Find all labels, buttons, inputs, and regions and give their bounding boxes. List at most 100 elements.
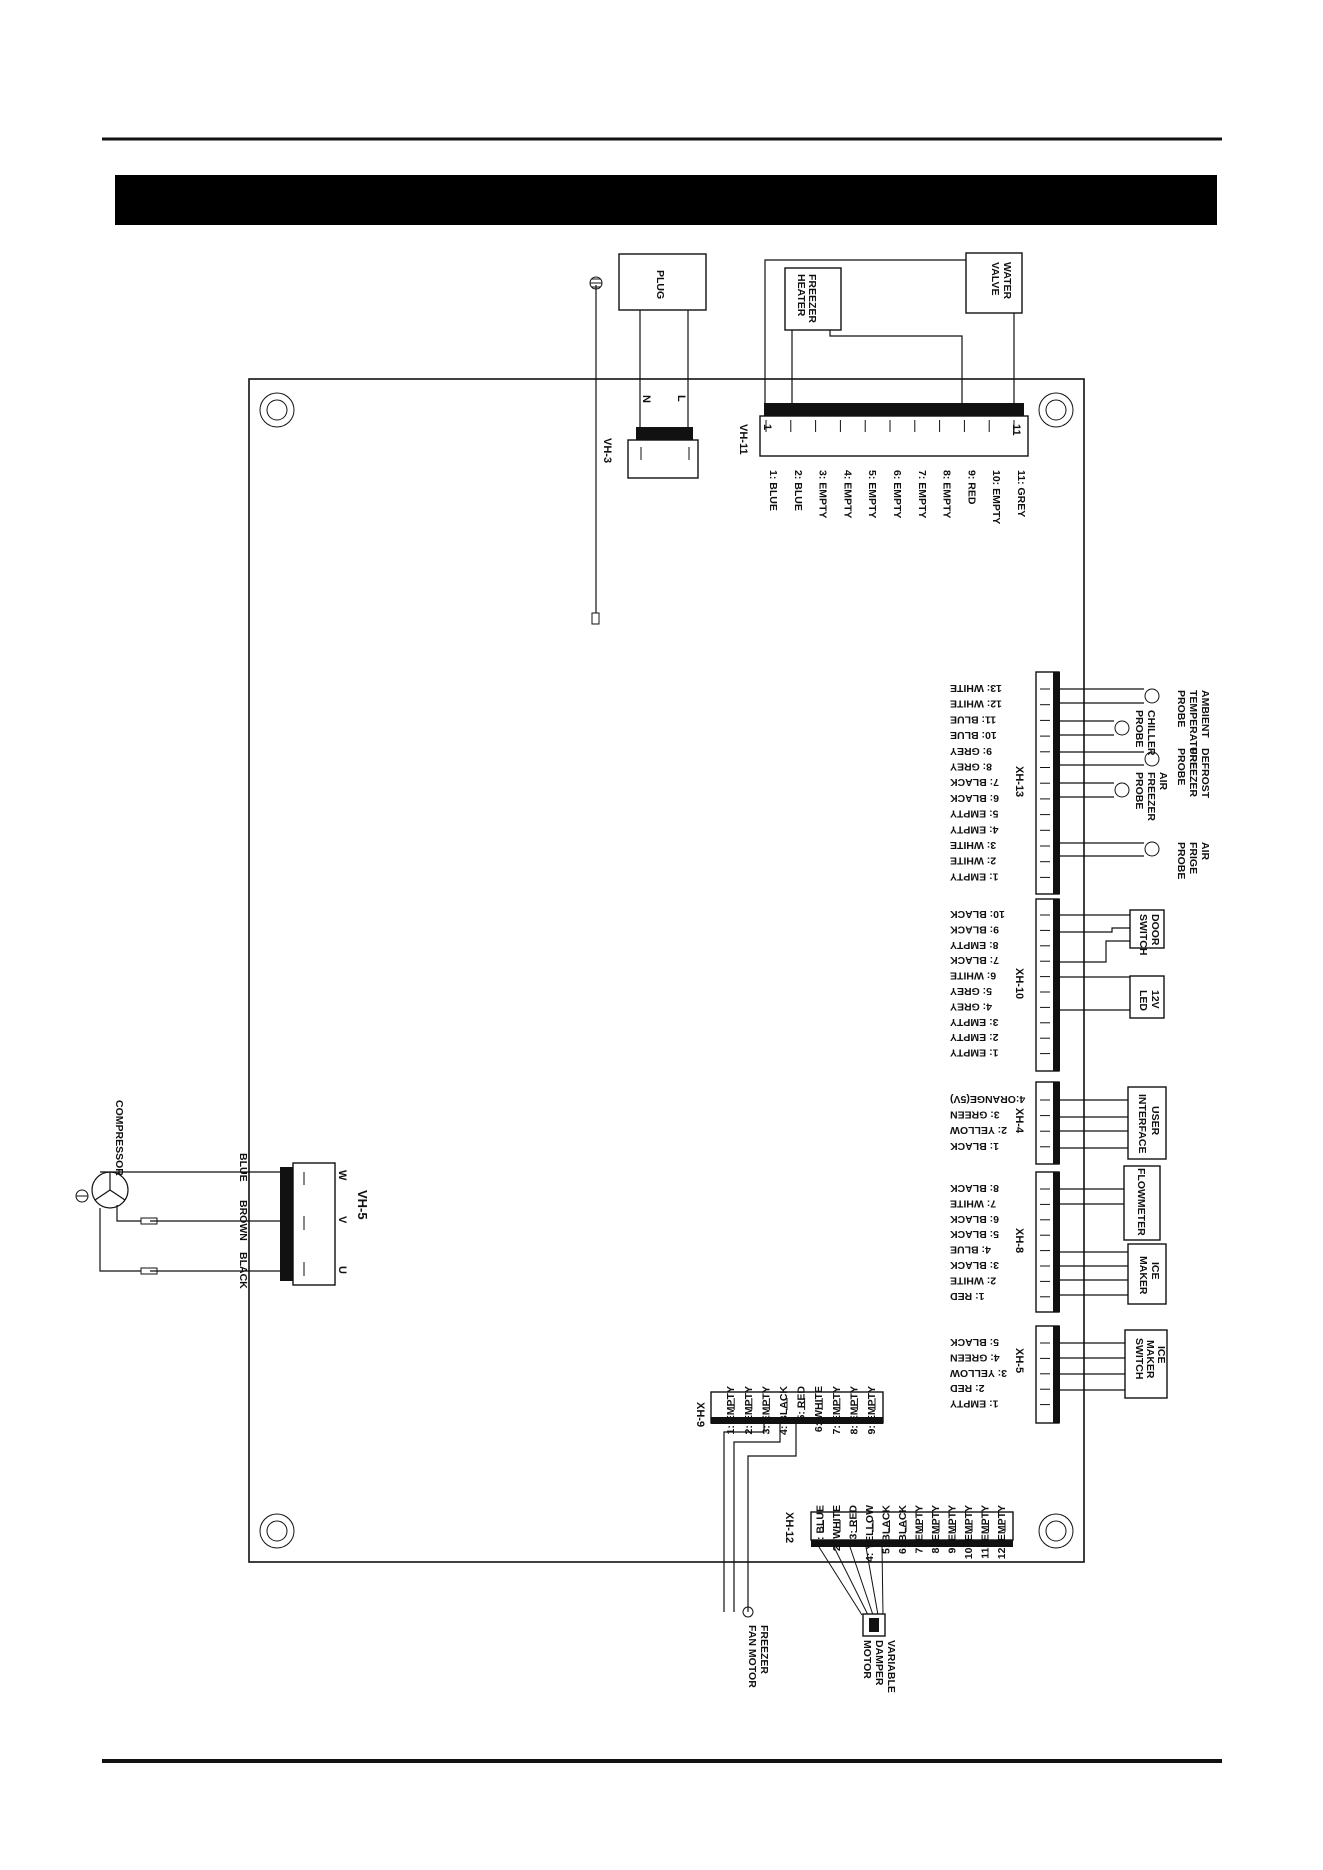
- pin-label: 3: BLACK: [950, 1259, 999, 1271]
- freezer-heater: FREEZER HEATER: [784, 267, 842, 331]
- pin-label: 11: GREY: [1015, 470, 1027, 517]
- svg-text:FRIGE: FRIGE: [1187, 842, 1199, 874]
- door-switch: DOOR SWITCH: [1129, 909, 1165, 955]
- svg-text:MOTOR: MOTOR: [861, 1640, 873, 1679]
- svg-text:PROBE: PROBE: [1175, 690, 1187, 727]
- pin-label: 8: EMPTY: [941, 470, 953, 518]
- svg-text:MAKER: MAKER: [1137, 1256, 1149, 1295]
- pin-label: 5: BLACK: [950, 1228, 999, 1240]
- vh-5-connector: W V U VH-5: [280, 1162, 370, 1286]
- xh-10-wires: [1060, 914, 1130, 1011]
- svg-text:COMPRESSOR: COMPRESSOR: [113, 1100, 125, 1176]
- pin-label: 10: BLUE: [950, 729, 997, 741]
- pin-label: 1: BLUE: [767, 470, 779, 511]
- xh-12-wires: [818, 1546, 884, 1616]
- svg-text:FAN MOTOR: FAN MOTOR: [746, 1625, 758, 1688]
- control-board: [248, 378, 1085, 1563]
- svg-text:ICE: ICE: [1149, 1262, 1161, 1280]
- pin-label: 7: BLACK: [950, 776, 999, 788]
- svg-text:PROBE: PROBE: [1175, 748, 1187, 785]
- svg-text:LED: LED: [1137, 990, 1149, 1011]
- compressor-wires: BLUE BROWN BLACK: [99, 1153, 280, 1289]
- pin-label: 5: GREY: [950, 985, 992, 997]
- pin-label: 2: YELLOW: [950, 1124, 1007, 1136]
- pin-label: 4: BLUE: [950, 1244, 991, 1256]
- pin-label: 4: EMPTY: [950, 823, 998, 835]
- vh-3-connector: N L VH-3: [601, 395, 699, 479]
- pin-label: 2: EMPTY: [743, 1386, 755, 1434]
- user-interface: USER INTERFACE: [1127, 1086, 1167, 1160]
- pin-label: 1: BLUE: [815, 1505, 827, 1546]
- svg-text:XH-4: XH-4: [1013, 1108, 1025, 1134]
- water-valve: WATER VALVE: [965, 252, 1023, 314]
- pin-label: 3: RED: [848, 1505, 860, 1540]
- pin-label: 11: EMPTY: [980, 1505, 992, 1559]
- svg-text:AIR: AIR: [1157, 772, 1169, 791]
- pin-label: 8: GREY: [950, 761, 992, 773]
- section-title-bar: [115, 175, 1217, 225]
- pin-label: 4: GREEN: [950, 1351, 1000, 1363]
- svg-text:DOOR: DOOR: [1149, 914, 1161, 946]
- svg-text:VARIABLE: VARIABLE: [885, 1640, 897, 1693]
- svg-text:W: W: [336, 1170, 348, 1181]
- svg-text:BROWN: BROWN: [237, 1200, 249, 1241]
- svg-text:12V: 12V: [1149, 990, 1161, 1009]
- svg-text:PROBE: PROBE: [1133, 772, 1145, 809]
- pin-label: 5: BLACK: [881, 1505, 893, 1554]
- pin-label: 6: WHITE: [950, 970, 996, 982]
- xh-4-wires: [1060, 1099, 1128, 1149]
- svg-text:WATER: WATER: [1001, 262, 1013, 300]
- svg-text:XH-13: XH-13: [1013, 766, 1025, 797]
- mounting-hole-icon: [259, 1513, 295, 1549]
- pin-label: 10: EMPTY: [963, 1505, 975, 1559]
- pin-label: 1: BLACK: [950, 1140, 999, 1152]
- ice-maker-switch: ICE MAKER SWITCH: [1124, 1329, 1168, 1399]
- pin-label: 2: WHITE: [831, 1505, 843, 1551]
- pin-label: 1: EMPTY: [950, 1398, 998, 1410]
- pin-label: 10: EMPTY: [990, 470, 1002, 524]
- pin-label: 8: EMPTY: [930, 1505, 942, 1553]
- svg-text:XH-10: XH-10: [1013, 968, 1025, 999]
- svg-text:FREEZER: FREEZER: [1145, 772, 1157, 821]
- pin-label: 11: BLUE: [950, 713, 996, 725]
- vh-11-wires: [764, 259, 1015, 403]
- pin-label: 3: EMPTY: [760, 1386, 772, 1434]
- svg-text:XH-8: XH-8: [1013, 1228, 1025, 1253]
- pin-label: 13: WHITE: [950, 682, 1002, 694]
- svg-text:VH-3: VH-3: [601, 438, 613, 463]
- pin-label: 5: BLACK: [950, 1336, 999, 1348]
- pin-label: 8: EMPTY: [848, 1386, 860, 1434]
- xh-9-wires: [723, 1424, 797, 1612]
- svg-text:SWITCH: SWITCH: [1133, 1338, 1145, 1379]
- svg-text:AIR: AIR: [1199, 842, 1211, 861]
- svg-text:HEATER: HEATER: [795, 274, 807, 317]
- pin-label: 3: EMPTY: [817, 470, 829, 518]
- svg-text:U: U: [336, 1266, 348, 1274]
- svg-text:VH-11: VH-11: [737, 424, 749, 455]
- svg-text:PROBE: PROBE: [1175, 842, 1187, 879]
- pin-label: 7: EMPTY: [914, 1505, 926, 1553]
- svg-text:1: 1: [761, 424, 773, 430]
- pin-label: 6: BLACK: [950, 1213, 999, 1225]
- pin-label: 1: EMPTY: [725, 1386, 737, 1434]
- pin-label: 1: EMPTY: [950, 1047, 998, 1059]
- svg-text:VALVE: VALVE: [989, 262, 1001, 295]
- svg-text:ICE: ICE: [1155, 1346, 1167, 1364]
- pin-label: 3: WHITE: [950, 839, 996, 851]
- pin-label: 12: WHITE: [950, 698, 1002, 710]
- pin-label: 6: BLACK: [897, 1505, 909, 1554]
- svg-text:DAMPER: DAMPER: [873, 1640, 885, 1686]
- pin-label: 9: EMPTY: [866, 1386, 878, 1434]
- plug: PLUG: [618, 253, 707, 428]
- svg-text:MAKER: MAKER: [1144, 1340, 1156, 1379]
- ice-maker: ICE MAKER: [1127, 1243, 1167, 1305]
- svg-text:N: N: [640, 395, 652, 403]
- pin-label: 5: EMPTY: [950, 808, 998, 820]
- pin-label: 6: EMPTY: [891, 470, 903, 518]
- svg-text:TEMPERATURE: TEMPERATURE: [1187, 690, 1199, 769]
- pin-label: 7: EMPTY: [831, 1386, 843, 1434]
